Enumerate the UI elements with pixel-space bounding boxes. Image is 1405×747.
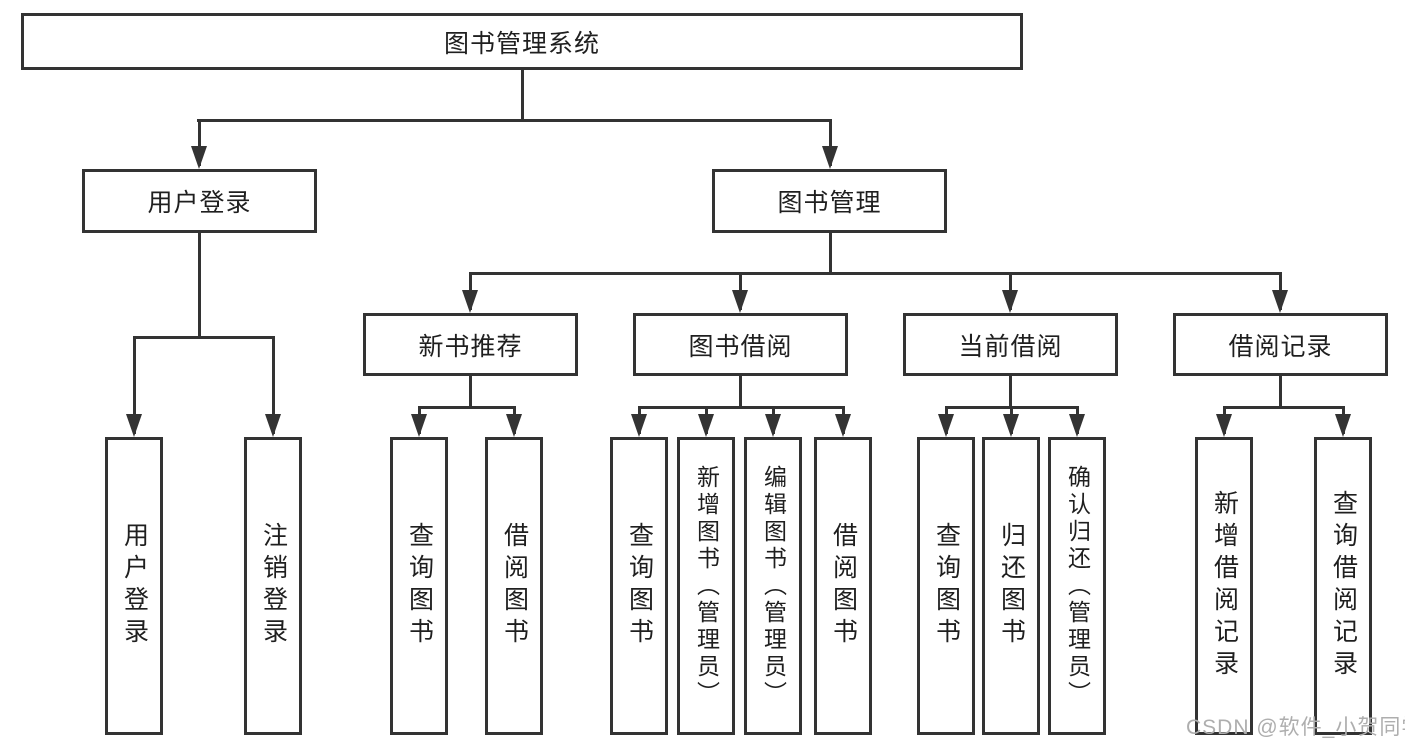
arrowhead-down-icon: [765, 414, 781, 437]
arrowhead-down-icon: [126, 414, 142, 437]
arrowhead-down-icon: [506, 414, 522, 437]
connector-line: [638, 406, 845, 409]
leaf-return-books: 归还图书: [982, 437, 1040, 735]
connector-line: [197, 119, 832, 122]
node-current-borrow: 当前借阅: [903, 313, 1118, 376]
watermark: CSDN @软件_小贺同学: [1186, 716, 1405, 739]
leaf-label: 查询图书: [625, 522, 654, 650]
node-root: 图书管理系统: [21, 13, 1023, 70]
node-user-login-label: 用户登录: [147, 189, 252, 217]
arrowhead-down-icon: [462, 290, 478, 313]
leaf-label: 借阅图书: [829, 522, 858, 650]
leaf-query-books: 查询图书: [390, 437, 448, 735]
leaf-add-books-admin: 新增图书（管理员）: [677, 437, 735, 735]
arrowhead-down-icon: [1003, 414, 1019, 437]
connector-line: [521, 69, 524, 120]
leaf-query-books: 查询图书: [610, 437, 668, 735]
leaf-edit-books-admin: 编辑图书（管理员）: [744, 437, 802, 735]
leaf-confirm-return-admin: 确认归还（管理员）: [1048, 437, 1106, 735]
arrowhead-down-icon: [1002, 290, 1018, 313]
connector-line: [418, 406, 516, 409]
leaf-add-borrow-record: 新增借阅记录: [1195, 437, 1253, 735]
arrowhead-down-icon: [835, 414, 851, 437]
leaf-label: 查询图书: [932, 522, 961, 650]
connector-line: [1009, 376, 1012, 407]
leaf-query-books: 查询图书: [917, 437, 975, 735]
arrowhead-down-icon: [1335, 414, 1351, 437]
arrow-shaft: [829, 119, 832, 166]
node-new-book-recommend: 新书推荐: [363, 313, 578, 376]
leaf-label: 编辑图书（管理员）: [760, 464, 787, 708]
arrowhead-down-icon: [191, 146, 207, 169]
connector-line: [469, 376, 472, 407]
arrowhead-down-icon: [1216, 414, 1232, 437]
leaf-label: 查询图书: [405, 522, 434, 650]
leaf-label: 查询借阅记录: [1329, 490, 1358, 682]
arrow-shaft: [133, 336, 136, 434]
leaf-label: 新增图书（管理员）: [693, 464, 720, 708]
node-root-label: 图书管理系统: [443, 29, 600, 58]
arrowhead-down-icon: [1272, 290, 1288, 313]
arrowhead-down-icon: [411, 414, 427, 437]
arrow-shaft: [272, 336, 275, 434]
leaf-label: 借阅图书: [500, 522, 529, 650]
arrowhead-down-icon: [1069, 414, 1085, 437]
connector-line: [198, 232, 201, 337]
node-book-management-label: 图书管理: [777, 189, 882, 217]
arrow-shaft: [198, 119, 201, 166]
leaf-label: 用户登录: [120, 522, 149, 650]
leaf-borrow-books: 借阅图书: [485, 437, 543, 735]
leaf-query-borrow-record: 查询借阅记录: [1314, 437, 1372, 735]
arrowhead-down-icon: [938, 414, 954, 437]
leaf-label: 注销登录: [259, 522, 288, 650]
leaf-user-login: 用户登录: [105, 437, 163, 735]
node-user-login: 用户登录: [82, 169, 317, 233]
connector-line: [739, 376, 742, 407]
node-book-borrow-label: 图书借阅: [688, 332, 793, 361]
node-book-borrow: 图书借阅: [633, 313, 848, 376]
node-book-management: 图书管理: [712, 169, 947, 233]
node-borrow-records: 借阅记录: [1173, 313, 1388, 376]
arrowhead-down-icon: [698, 414, 714, 437]
connector-line: [133, 336, 275, 339]
arrowhead-down-icon: [265, 414, 281, 437]
node-current-borrow-label: 当前借阅: [958, 332, 1063, 361]
leaf-borrow-books: 借阅图书: [814, 437, 872, 735]
connector-line: [1223, 406, 1345, 409]
leaf-label: 确认归还（管理员）: [1064, 464, 1091, 708]
leaf-label: 新增借阅记录: [1210, 490, 1239, 682]
arrowhead-down-icon: [822, 146, 838, 169]
node-borrow-records-label: 借阅记录: [1228, 332, 1333, 361]
leaf-logout: 注销登录: [244, 437, 302, 735]
connector-line: [1279, 376, 1282, 407]
node-new-book-recommend-label: 新书推荐: [418, 332, 523, 361]
leaf-label: 归还图书: [997, 522, 1026, 650]
connector-line: [829, 232, 832, 273]
arrowhead-down-icon: [631, 414, 647, 437]
arrowhead-down-icon: [732, 290, 748, 313]
connector-line: [469, 272, 1282, 275]
